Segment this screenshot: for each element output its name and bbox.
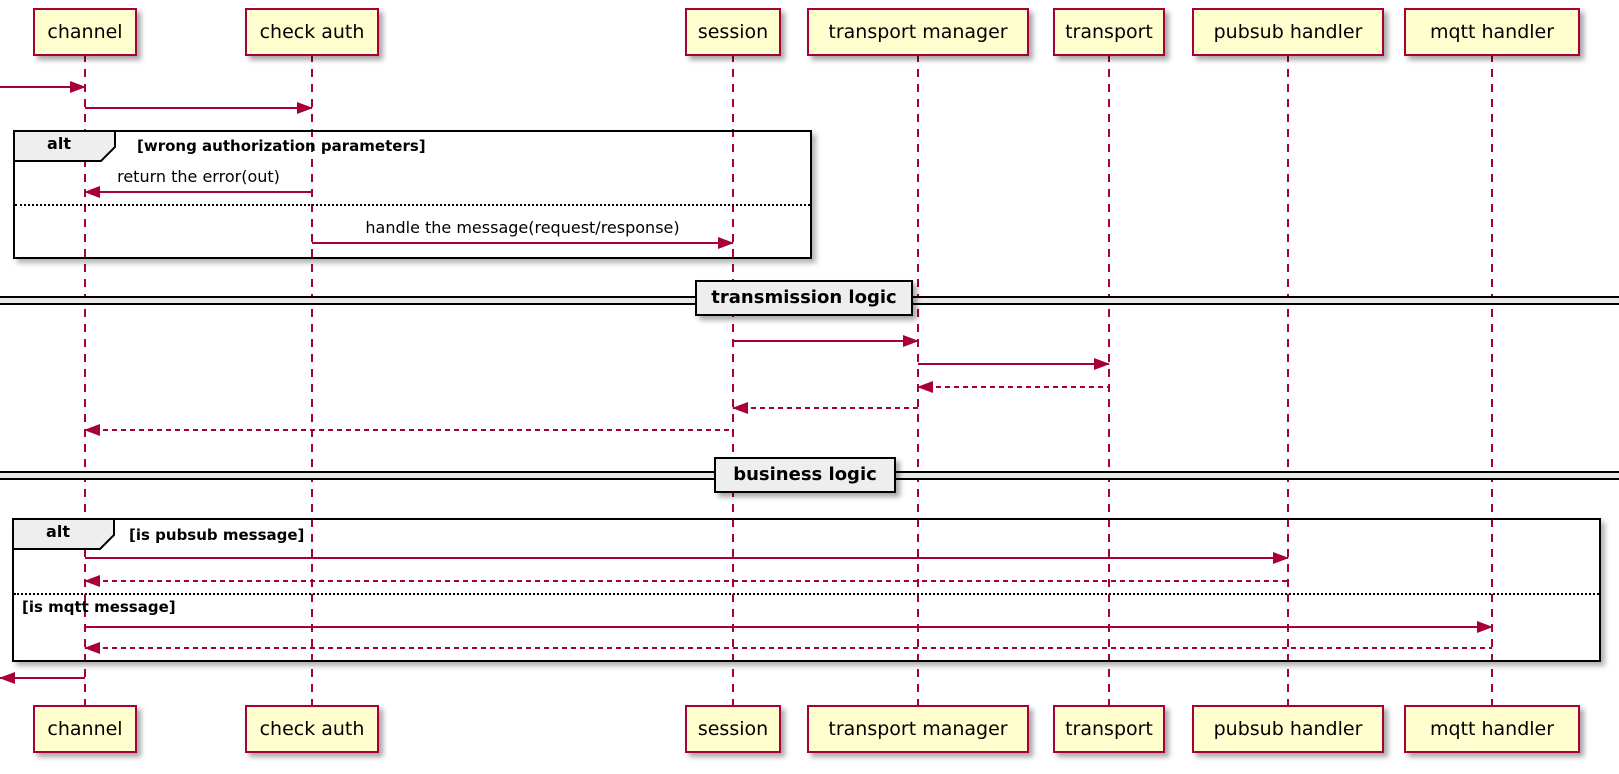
arrow-line <box>85 107 312 109</box>
arrowhead-left-icon <box>917 381 933 393</box>
return-pubsub-handler-to-channel <box>84 575 1288 587</box>
lifeline-session <box>732 54 734 705</box>
return-session-to-channel <box>84 424 733 436</box>
divider-transmission-logic: transmission logic <box>695 280 913 316</box>
message-channel-to-pubsub-handler <box>85 552 1289 564</box>
arrow-line <box>85 191 312 193</box>
lifeline-transport <box>1108 54 1110 705</box>
arrow-line <box>85 557 1288 559</box>
message-channel-to-mqtt-handler <box>85 621 1493 633</box>
lifeline-mqtt-handler <box>1491 54 1493 705</box>
arrowhead-right-icon <box>70 81 86 93</box>
participant-channel-top: channel <box>33 8 137 56</box>
lifeline-transport-manager <box>917 54 919 705</box>
arrowhead-left-icon <box>84 642 100 654</box>
lifeline-channel <box>84 54 86 705</box>
arrow-line <box>733 407 918 409</box>
guard-wrong-authorization: [wrong authorization parameters] <box>137 137 426 155</box>
message-external-to-channel <box>0 81 86 93</box>
alt-fragment-auth: alt [wrong authorization parameters] <box>13 130 812 259</box>
participant-channel-bottom: channel <box>33 705 137 753</box>
participant-mqtt-handler-top: mqtt handler <box>1404 8 1580 56</box>
alt-operator-label: alt <box>46 522 70 541</box>
return-mqtt-handler-to-channel <box>84 642 1492 654</box>
participant-pubsub-handler-top: pubsub handler <box>1192 8 1384 56</box>
participant-session-bottom: session <box>685 705 781 753</box>
return-transport-to-transport-manager <box>917 381 1109 393</box>
guard-is-mqtt-message: [is mqtt message] <box>22 598 176 616</box>
arrowhead-right-icon <box>1094 358 1110 370</box>
message-channel-to-check-auth <box>85 102 313 114</box>
participant-session-top: session <box>685 8 781 56</box>
alt-operator-pentagon <box>12 518 115 550</box>
message-check-auth-to-session <box>312 237 734 249</box>
lifeline-check-auth <box>311 54 313 705</box>
message-session-to-transport-manager <box>733 335 919 347</box>
message-label-handle-message: handle the message(request/response) <box>365 218 680 237</box>
participant-mqtt-handler-bottom: mqtt handler <box>1404 705 1580 753</box>
guard-is-pubsub-message: [is pubsub message] <box>129 526 305 544</box>
message-check-auth-to-channel <box>84 186 312 198</box>
alt-operator-label: alt <box>47 134 71 153</box>
arrow-line <box>0 86 85 88</box>
arrow-line <box>733 340 918 342</box>
message-transport-manager-to-transport <box>918 358 1110 370</box>
arrowhead-left-icon <box>0 672 15 684</box>
arrow-line <box>85 626 1492 628</box>
alt-else-divider <box>15 204 810 206</box>
divider-business-logic: business logic <box>714 457 896 493</box>
participant-pubsub-handler-bottom: pubsub handler <box>1192 705 1384 753</box>
arrow-line <box>85 647 1492 649</box>
alt-operator-pentagon <box>13 130 116 162</box>
arrowhead-left-icon <box>84 424 100 436</box>
arrowhead-right-icon <box>1273 552 1289 564</box>
participant-transport-bottom: transport <box>1053 705 1165 753</box>
arrowhead-right-icon <box>1477 621 1493 633</box>
arrowhead-right-icon <box>718 237 734 249</box>
alt-fragment-message-type: alt [is pubsub message] [is mqtt message… <box>12 518 1601 662</box>
message-channel-to-external <box>0 672 85 684</box>
arrow-line <box>312 242 733 244</box>
participant-check-auth-top: check auth <box>245 8 379 56</box>
participant-transport-top: transport <box>1053 8 1165 56</box>
lifeline-pubsub-handler <box>1287 54 1289 705</box>
arrow-line <box>918 386 1109 388</box>
arrowhead-left-icon <box>732 402 748 414</box>
return-transport-manager-to-session <box>732 402 918 414</box>
participant-check-auth-bottom: check auth <box>245 705 379 753</box>
alt-else-divider <box>14 593 1599 595</box>
arrow-line <box>918 363 1109 365</box>
arrowhead-right-icon <box>297 102 313 114</box>
arrowhead-left-icon <box>84 186 100 198</box>
arrow-line <box>0 677 85 679</box>
arrowhead-right-icon <box>903 335 919 347</box>
participant-transport-manager-bottom: transport manager <box>807 705 1029 753</box>
message-label-return-error: return the error(out) <box>117 167 280 186</box>
participant-transport-manager-top: transport manager <box>807 8 1029 56</box>
arrowhead-left-icon <box>84 575 100 587</box>
arrow-line <box>85 429 733 431</box>
arrow-line <box>85 580 1288 582</box>
